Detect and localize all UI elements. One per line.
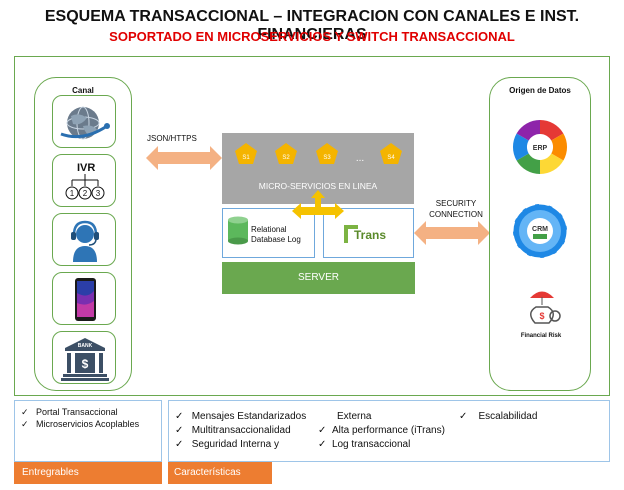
- bidirectional-arrow-canal: [146, 146, 222, 170]
- entregable-item: ✓ Microservicios Acoplables: [21, 419, 140, 429]
- database-icon: [228, 216, 248, 245]
- ivr-digit: 1: [70, 189, 75, 198]
- financial-risk-label: Financial Risk: [520, 333, 562, 339]
- ivr-digit: 2: [83, 189, 88, 198]
- caracteristicas-box: ✓ Mensajes Estandarizados ✓ Multitransac…: [168, 400, 610, 462]
- entregable-item: ✓ Portal Transaccional: [21, 407, 118, 417]
- channel-mobile: [52, 272, 116, 325]
- caracteristicas-tab: Características: [168, 462, 272, 484]
- itrans-logo-text: Trans: [354, 228, 386, 242]
- canal-panel: Canal IVR 1 2 3: [34, 77, 132, 391]
- server-bar: SERVER: [222, 262, 415, 294]
- caracteristica-continuation: Externa: [337, 411, 372, 422]
- canal-heading: Canal: [72, 86, 94, 95]
- ivr-text: IVR: [77, 162, 95, 174]
- erp-text: ERP: [533, 145, 548, 152]
- caracteristica-item: ✓ Multitransaccionalidad: [175, 425, 291, 436]
- caracteristica-item: ✓ Mensajes Estandarizados: [175, 411, 307, 422]
- diagram-subtitle: SOPORTADO EN MICROSERVICIOS Y SWITCH TRA…: [109, 29, 515, 44]
- node-label: S3: [323, 155, 331, 161]
- svg-text:$: $: [82, 357, 89, 371]
- bank-icon: BANK $: [61, 338, 109, 381]
- caracteristica-item: ✓ Escalabilidad: [459, 411, 538, 422]
- microservice-node-s2: S2: [275, 143, 297, 164]
- microservices-label: MICRO-SERVICIOS EN LINEA: [258, 181, 378, 191]
- channel-call-center: [52, 213, 116, 266]
- channel-web: [52, 95, 116, 148]
- channel-ivr: IVR 1 2 3: [52, 154, 116, 207]
- call-center-agent-icon: [71, 220, 99, 262]
- security-connection-label: SECURITY CONNECTION: [429, 199, 483, 219]
- bidirectional-arrow-security: [414, 221, 490, 245]
- microservices-nodes: S1 S2 S3 ... S4: [235, 143, 402, 164]
- entregables-box: ✓ Portal Transaccional ✓ Microservicios …: [14, 400, 162, 462]
- yellow-connector-arrow: [292, 190, 344, 219]
- channel-bank: BANK $: [52, 331, 116, 384]
- caracteristica-item: ✓ Alta performance (iTrans): [318, 425, 445, 436]
- microservice-node-s1: S1: [235, 143, 257, 164]
- node-label: S1: [242, 155, 250, 161]
- financial-risk-icon: $: [530, 291, 561, 324]
- erp-icon: ERP: [512, 119, 568, 174]
- node-label: S4: [387, 155, 395, 161]
- itrans-box: Trans: [323, 208, 414, 258]
- ivr-icon: IVR 1 2 3: [65, 162, 105, 200]
- caracteristica-item: ✓ Log transaccional: [318, 439, 411, 450]
- itrans-logo: Trans: [344, 225, 386, 243]
- entregables-tab: Entregrables: [14, 462, 162, 484]
- protocol-label: JSON/HTTPS: [147, 134, 197, 143]
- origen-heading: Origen de Datos: [509, 86, 571, 95]
- ivr-digit: 3: [96, 189, 101, 198]
- svg-text:$: $: [539, 311, 544, 321]
- globe-network-icon: [60, 106, 110, 140]
- bank-text: BANK: [78, 343, 93, 349]
- smartphone-icon: [75, 278, 96, 321]
- diagram-frame: [14, 56, 610, 396]
- microservice-node-s3: S3: [316, 143, 338, 164]
- crm-icon: CRM: [512, 203, 568, 259]
- database-label: Relational Database Log: [251, 225, 301, 244]
- origen-datos-panel: Origen de Datos ERP CRM $ Financial R: [489, 77, 591, 391]
- crm-text: CRM: [532, 226, 548, 233]
- caracteristica-item: ✓ Seguridad Interna y: [175, 439, 279, 450]
- microservice-node-s4: S4: [380, 143, 402, 164]
- node-label: S2: [282, 155, 290, 161]
- diagram-title: ESQUEMA TRANSACCIONAL – INTEGRACION CON …: [44, 8, 580, 43]
- nodes-ellipsis: ...: [356, 153, 364, 164]
